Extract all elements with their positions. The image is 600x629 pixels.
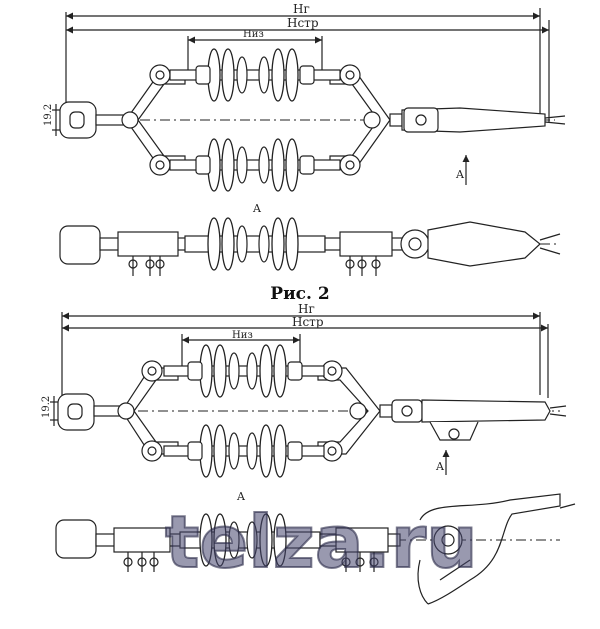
label-insulator-length-bottom: Низ [232, 330, 253, 341]
label-length-to-axis-top: Нстр [287, 16, 319, 30]
top-assembly [52, 8, 566, 192]
label-view-marker-top: A [455, 168, 465, 181]
figure-caption: Рис. 2 [270, 284, 330, 304]
label-total-length-top: Нг [293, 2, 310, 16]
dimension-lines-bottom [50, 312, 549, 426]
bottom-assembly [50, 312, 567, 478]
left-clamp-top [59, 101, 127, 139]
tension-clamp-top [389, 107, 566, 133]
suspension-clamp-bottom [379, 399, 567, 441]
label-spacing-bottom: 19.2 [41, 396, 52, 418]
left-clamp-bottom [57, 393, 123, 431]
label-view-marker-bottom: A [435, 460, 445, 473]
label-view-marker-plan-top: A [252, 202, 262, 215]
label-spacing-top: 19.2 [43, 104, 54, 126]
insulator-string-upper-top [169, 48, 341, 102]
dimension-lines-top [52, 8, 550, 136]
watermark: telza.ru [164, 499, 479, 585]
top-plan-view [59, 217, 561, 276]
insulator-string-upper-bottom [163, 344, 325, 398]
bottom-plan-view [55, 493, 576, 605]
label-view-marker-plan-bottom: A [236, 490, 246, 503]
insulator-string-lower-top [169, 138, 341, 192]
label-insulator-length-top: Низ [243, 29, 264, 40]
label-length-to-axis-bottom: Нстр [292, 315, 324, 329]
label-total-length-bottom: Нг [298, 302, 315, 316]
insulator-string-lower-bottom [163, 424, 325, 478]
